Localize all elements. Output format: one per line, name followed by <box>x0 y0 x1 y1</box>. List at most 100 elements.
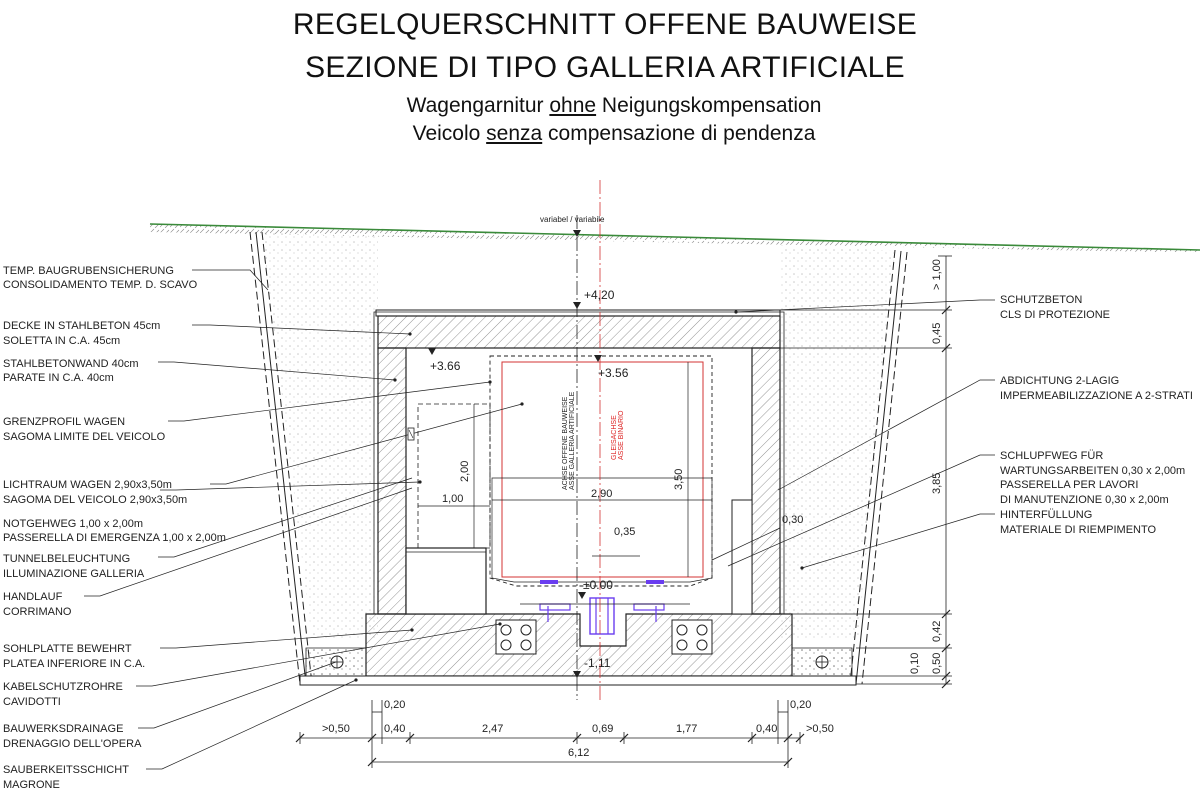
dim-w100: 1,00 <box>442 493 463 505</box>
track-axis-label-de: GLEISACHSE <box>611 415 618 460</box>
dim-w035: 0,35 <box>614 526 635 538</box>
label-decke-it: SOLETTA IN C.A. 45cm <box>3 335 120 347</box>
leader-lines-left <box>84 269 523 770</box>
base-slab <box>365 613 793 677</box>
lighting-fixture <box>407 427 415 441</box>
dim-d: 0,69 <box>592 723 613 735</box>
label-kabel-de: KABELSCHUTZROHRE <box>3 681 123 693</box>
labels-left: TEMP. BAUGRUBENSICHERUNG CONSOLIDAMENTO … <box>3 265 226 791</box>
inner-dimensions <box>418 362 781 577</box>
variable-marker <box>573 230 581 237</box>
subtitle-it-a: Veicolo <box>412 122 487 145</box>
dim-e: 1,77 <box>676 723 697 735</box>
label-beleuchtung-de: TUNNELBELEUCHTUNG <box>3 553 130 565</box>
label-baugrube-de: TEMP. BAUGRUBENSICHERUNG <box>3 265 174 277</box>
svg-text:±0.00: ±0.00 <box>583 578 613 592</box>
dim-f: 0,40 <box>756 723 777 735</box>
dim-left-020: 0,20 <box>384 699 405 711</box>
label-hinterfuellung-2: MATERIALE DI RIEMPIMENTO <box>1000 524 1157 536</box>
level-marker-top: +4,20 <box>573 288 615 309</box>
dim-w030: 0,30 <box>782 514 803 526</box>
label-handlauf-de: HANDLAUF <box>3 591 63 603</box>
label-sohlplatte-it: PLATEA INFERIORE IN C.A. <box>3 658 145 670</box>
dim-h200: 2,00 <box>459 461 471 482</box>
roof-slab <box>377 315 781 349</box>
label-schlupfweg-4: DI MANUTENZIONE 0,30 x 2,00m <box>1000 494 1169 506</box>
emergency-walkway <box>405 403 491 615</box>
drawing-title-de: REGELQUERSCHNITT OFFENE BAUWEISE <box>292 8 918 41</box>
dim-ticks <box>295 733 805 767</box>
label-baugrube-it: CONSOLIDAMENTO TEMP. D. SCAVO <box>3 279 198 291</box>
leader-lines-right <box>727 299 995 569</box>
label-handlauf-it: CORRIMANO <box>3 606 72 618</box>
waterproofing-line <box>373 311 785 614</box>
track-rails <box>539 580 665 635</box>
label-wand-it: PARATE IN C.A. 40cm <box>3 372 114 384</box>
subtitle-de-c: Neigungskompensation <box>596 94 822 117</box>
label-schutzbeton-1: SCHUTZBETON <box>1000 294 1082 306</box>
label-schutzbeton-2: CLS DI PROTEZIONE <box>1000 309 1110 321</box>
axis-label-de: ACHSE OFFENE BAUWEISE <box>562 396 569 490</box>
dim-h350: 3,50 <box>673 469 685 490</box>
svg-text:+4,20: +4,20 <box>584 288 615 302</box>
svg-text:+3.66: +3.66 <box>430 359 461 373</box>
level-marker-zero: ±0.00 <box>578 578 613 599</box>
label-magrone-de: SAUBERKEITSSCHICHT <box>3 764 129 776</box>
drawing-subtitle-de: Wagengarnitur ohne Neigungskompensation <box>0 94 1200 118</box>
label-schlupfweg-1: SCHLUPFWEG FÜR <box>1000 450 1103 462</box>
subtitle-de-emph: ohne <box>549 94 597 117</box>
label-notgehweg-line2: PASSERELLA DI EMERGENZA 1,00 x 2,00m <box>3 532 226 544</box>
left-wall <box>377 347 407 615</box>
level-marker-right-inner: +3.56 <box>594 355 629 380</box>
dim-c: 2,47 <box>482 723 503 735</box>
dim-b: 0,40 <box>384 723 405 735</box>
right-wall <box>751 347 781 615</box>
vehicle-limit-profile <box>489 355 713 587</box>
dim-right-050: 0,50 <box>931 653 943 674</box>
track-axis-label-it: ASSE BINARIO <box>618 410 625 460</box>
label-kabel-it: CAVIDOTTI <box>3 696 61 708</box>
label-schlupfweg-2: WARTUNGSARBEITEN 0,30 x 2,00m <box>1000 465 1185 477</box>
cable-ducts <box>495 619 713 655</box>
leader-dots-right <box>734 310 804 570</box>
label-beleuchtung-it: ILLUMINAZIONE GALLERIA <box>3 568 145 580</box>
label-wand-de: STAHLBETONWAND 40cm <box>3 358 139 370</box>
dim-a: >0,50 <box>322 723 350 735</box>
label-abdichtung-1: ABDICHTUNG 2-LAGIG <box>1000 375 1119 387</box>
dim-g: >0,50 <box>806 723 834 735</box>
drawing-subtitle-it: Veicolo senza compensazione di pendenza <box>0 122 1200 146</box>
dim-right-100: > 1,00 <box>931 259 943 290</box>
svg-text:+3.56: +3.56 <box>598 366 629 380</box>
dim-right-385: 3,85 <box>931 473 943 494</box>
maintenance-walkway <box>731 499 753 615</box>
dim-right-042: 0,42 <box>931 621 943 642</box>
vehicle-body-outline <box>491 477 713 583</box>
dim-w290: 2,90 <box>591 488 612 500</box>
label-grenzprofil-it: SAGOMA LIMITE DEL VEICOLO <box>3 431 166 443</box>
leader-dots-left <box>354 332 524 682</box>
svg-text:-1,11: -1,11 <box>584 656 611 670</box>
bottom-dimension-chain <box>299 700 801 768</box>
level-marker-bottom: -1,11 <box>573 656 611 678</box>
ground-surface <box>149 223 1200 253</box>
label-notgehweg-line1: NOTGEHWEG 1,00 x 2,00m <box>3 518 143 530</box>
subtitle-it-c: compensazione di pendenza <box>542 122 816 145</box>
label-decke-de: DECKE IN STAHLBETON 45cm <box>3 320 160 332</box>
labels-right: SCHUTZBETON CLS DI PROTEZIONE ABDICHTUNG… <box>1000 294 1193 536</box>
label-lichtraum-it: SAGOMA DEL VEICOLO 2,90x3,50m <box>3 494 187 506</box>
variable-label: variabel / variabile <box>540 215 605 224</box>
label-hinterfuellung-1: HINTERFÜLLUNG <box>1000 509 1092 521</box>
blinding-layer <box>299 675 857 686</box>
vehicle-clearance <box>501 361 704 578</box>
dim-right-020: 0,20 <box>790 699 811 711</box>
label-grenzprofil-de: GRENZPROFIL WAGEN <box>3 416 125 428</box>
dim-right-010: 0,10 <box>909 653 921 674</box>
label-sohlplatte-de: SOHLPLATTE BEWEHRT <box>3 643 132 655</box>
subtitle-it-emph: senza <box>486 122 543 145</box>
protective-concrete <box>375 309 781 317</box>
label-abdichtung-2: IMPERMEABILIZZAZIONE A 2-STRATI <box>1000 390 1193 402</box>
dim-total: 6,12 <box>568 747 589 759</box>
subtitle-de-a: Wagengarnitur <box>406 94 550 117</box>
drainage <box>305 647 853 677</box>
